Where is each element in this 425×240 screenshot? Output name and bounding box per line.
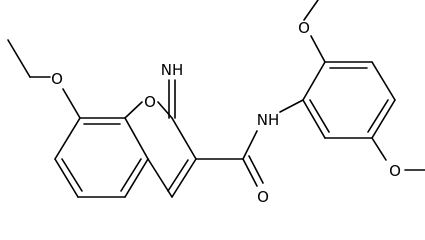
amide-group bbox=[195, 99, 304, 187]
ring-oxygen-label: O bbox=[144, 93, 156, 111]
methoxy-bottom bbox=[371, 137, 425, 171]
methoxy-top-oxygen-label: O bbox=[298, 19, 310, 37]
imine-label: NH bbox=[161, 61, 184, 79]
benzo-ring bbox=[54, 117, 149, 198]
ethoxy-oxygen-label: O bbox=[51, 70, 63, 88]
amide-nitrogen-label: NH bbox=[257, 111, 280, 129]
dimethoxyphenyl-ring bbox=[302, 61, 396, 139]
molecule-drawing: O NH NH O O O O bbox=[7, 0, 425, 206]
methoxy-bottom-oxygen-label: O bbox=[389, 162, 401, 180]
imine-group bbox=[168, 79, 176, 119]
pyran-ring bbox=[124, 101, 197, 198]
structure-diagram: O NH NH O O O O bbox=[7, 0, 425, 206]
methoxy-top bbox=[303, 0, 326, 63]
carbonyl-oxygen-label: O bbox=[257, 188, 269, 206]
ethoxy-group bbox=[7, 39, 81, 119]
